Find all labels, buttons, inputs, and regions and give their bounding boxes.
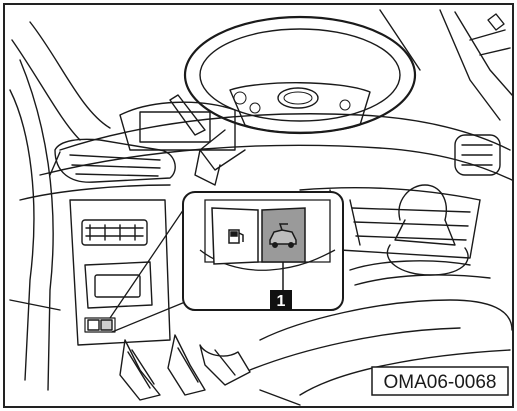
fuel-filler-door-switch[interactable] — [212, 208, 258, 264]
figure-code: OMA06-0068 — [383, 372, 496, 393]
hood-release-switch[interactable] — [262, 208, 305, 262]
callout-number: 1 — [277, 293, 286, 310]
